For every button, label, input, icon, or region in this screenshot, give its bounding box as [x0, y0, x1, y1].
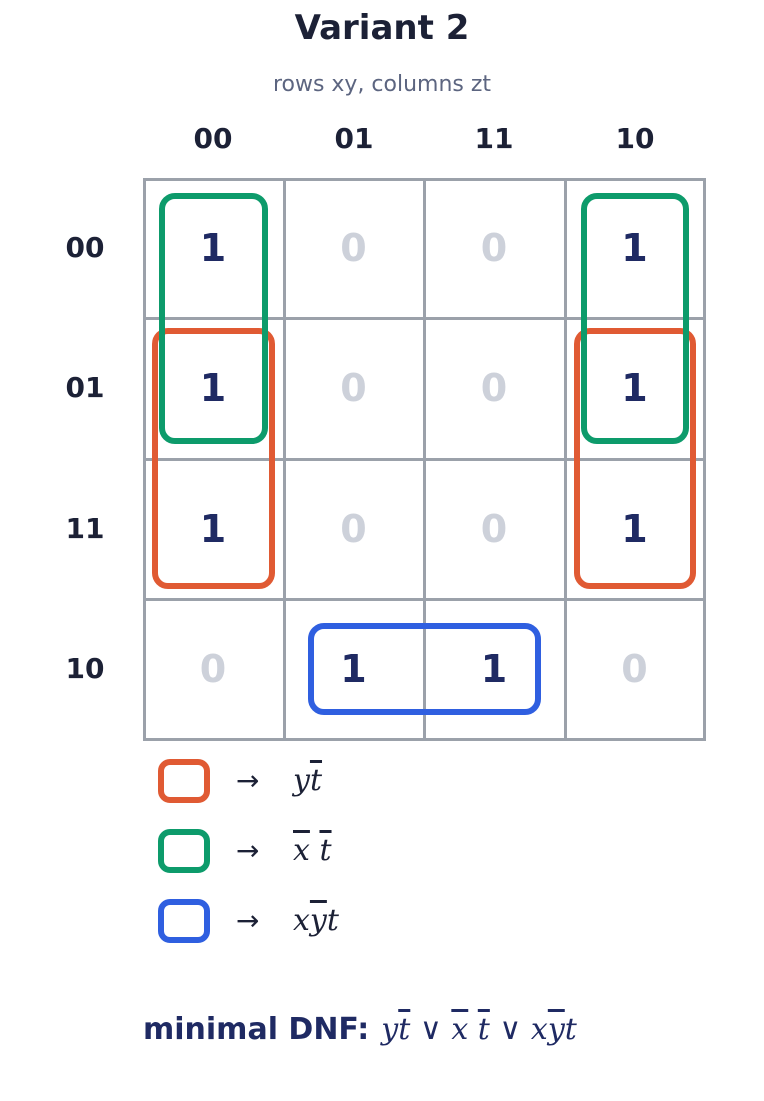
diagram-subtitle: rows xy, columns zt: [272, 72, 492, 97]
cell-r2-c2: 0: [480, 506, 508, 551]
cell-r0-c2: 0: [480, 226, 508, 270]
dnf-label: minimal DNF:: [143, 1012, 370, 1047]
cell-r1-c1: 0: [340, 366, 367, 411]
grid-line: [143, 178, 146, 741]
legend-swatch-orange: [158, 759, 210, 803]
legend-swatch-green: [158, 829, 210, 873]
cell-r2-c1: 0: [340, 506, 367, 551]
var-t-bar: t: [309, 763, 323, 798]
var-t: t: [326, 903, 339, 938]
cell-r0-c0: 1: [199, 226, 227, 270]
legend-arrow: →: [236, 764, 260, 797]
group-0-outline: [152, 328, 275, 589]
cell-r0-c3: 1: [621, 226, 648, 270]
group-0-outline-wrap: [573, 328, 696, 589]
minimal-dnf: minimal DNF: yt ∨ x t ∨ xyt: [143, 1012, 577, 1047]
var-y: y: [293, 763, 310, 798]
cell-r1-c3: 1: [621, 366, 648, 411]
grid-line: [703, 178, 706, 741]
legend-arrow: →: [236, 904, 260, 937]
cell-r3-c2: 1: [480, 646, 508, 691]
col-header-11: 11: [474, 122, 514, 155]
cell-r0-c1: 0: [340, 226, 367, 270]
row-header-10: 10: [65, 652, 105, 685]
col-header-10: 10: [615, 122, 655, 155]
cell-r2-c0: 1: [199, 506, 227, 551]
row-header-00: 00: [65, 231, 105, 264]
group-1-outline-wrap: [580, 193, 689, 444]
group-2-outline: [307, 622, 541, 716]
grid-line: [283, 178, 286, 741]
var-x: x: [293, 903, 310, 938]
legend-swatch-blue: [158, 899, 210, 943]
cell-r1-c2: 0: [480, 366, 508, 411]
legend-term-green: x t: [293, 829, 332, 873]
col-header-01: 01: [334, 122, 374, 155]
legend-term-orange: yt: [293, 759, 322, 803]
row-header-01: 01: [65, 371, 105, 404]
var-x-bar: x: [293, 833, 310, 868]
cell-r3-c1: 1: [340, 646, 367, 691]
cell-r3-c3: 0: [621, 646, 648, 691]
dnf-expression: yt ∨ x t ∨ xyt: [381, 1012, 577, 1047]
col-header-00: 00: [193, 122, 233, 155]
legend-term-blue: xyt: [293, 899, 339, 943]
legend-arrow: →: [236, 834, 260, 867]
cell-r1-c0: 1: [199, 366, 227, 411]
var-t-bar: t: [319, 833, 332, 868]
group-1-outline: [159, 193, 268, 444]
cell-r3-c0: 0: [199, 646, 227, 691]
grid-line: [423, 178, 426, 741]
grid-line: [564, 178, 567, 741]
diagram-title: Variant 2: [294, 8, 470, 48]
cell-r2-c3: 1: [621, 506, 648, 551]
var-y-bar: y: [309, 903, 327, 938]
row-header-11: 11: [65, 512, 105, 545]
